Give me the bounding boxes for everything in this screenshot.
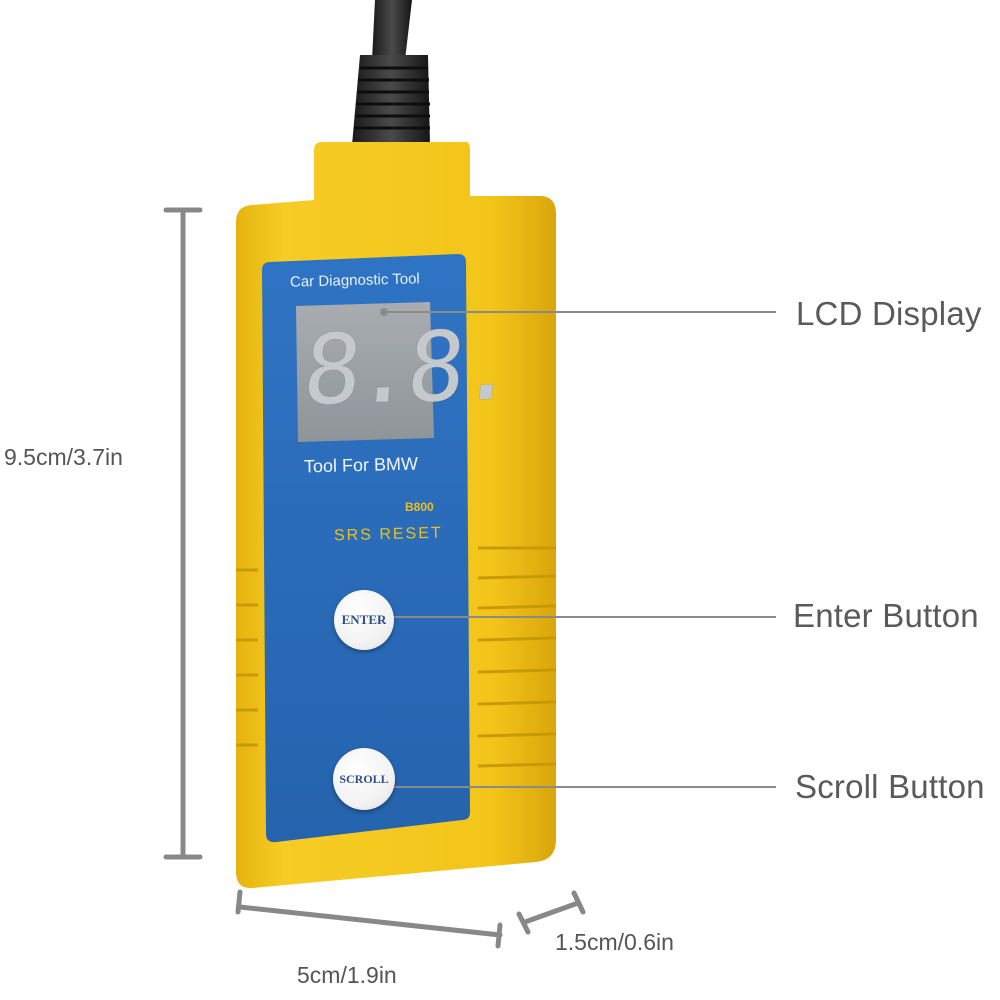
width-dimension-label: 5cm/1.9in: [297, 962, 397, 988]
height-dimension-label: 9.5cm/3.7in: [4, 444, 123, 470]
enter-button-callout-label: Enter Button: [793, 597, 979, 634]
scroll-button[interactable]: SCROLL: [333, 748, 395, 810]
depth-dimension-label: 1.5cm/0.6in: [555, 929, 674, 955]
cable: [352, 0, 430, 145]
enter-button-label: ENTER: [341, 612, 387, 627]
lcd-display-label: LCD Display: [796, 295, 982, 332]
model-text: Tool For BMW: [303, 453, 419, 477]
scroll-button-callout-label: Scroll Button: [795, 768, 985, 805]
model-code: B800: [405, 500, 434, 514]
function-text: SRS RESET: [333, 524, 443, 545]
scroll-button-label: SCROLL: [339, 771, 389, 786]
lcd-digits: 8.8.: [299, 309, 516, 427]
lcd-callout-dot: [380, 308, 388, 316]
depth-dimension-line: [516, 890, 586, 935]
width-dimension-line: [235, 889, 503, 949]
device-header-text: Car Diagnostic Tool: [289, 270, 420, 291]
height-dimension-line: [163, 207, 203, 860]
enter-button[interactable]: ENTER: [334, 590, 394, 650]
lcd-screen: [296, 302, 434, 442]
